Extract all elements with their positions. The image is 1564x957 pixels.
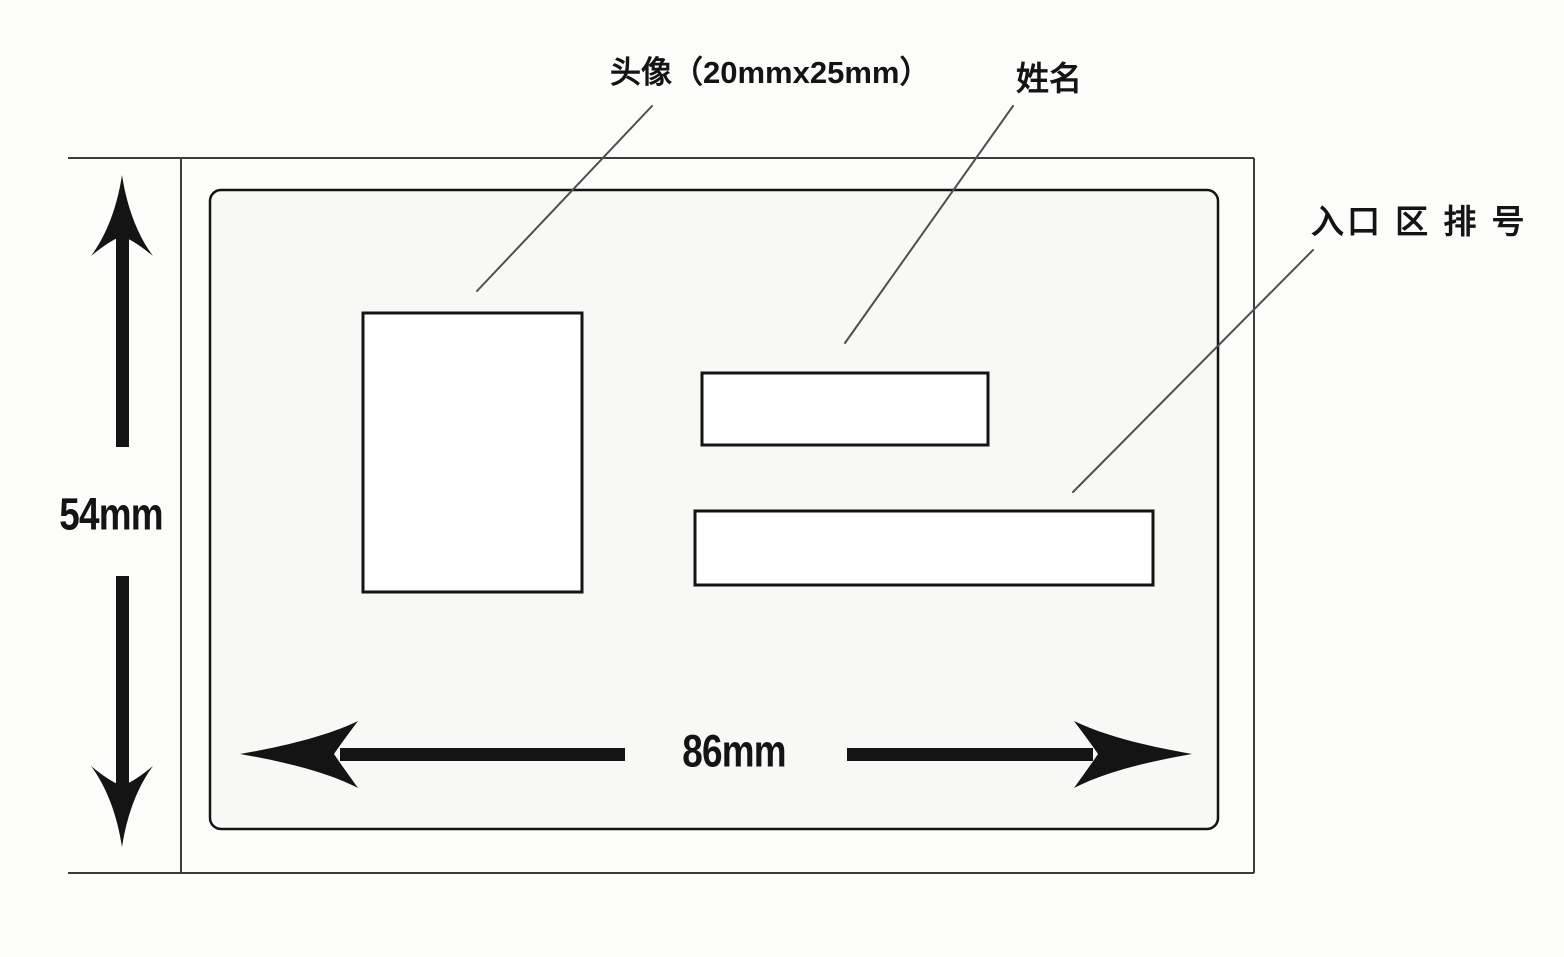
- height-arrow-up-shaft: [116, 232, 129, 447]
- height-arrow-down-icon: [91, 766, 153, 847]
- height-dimension-arrows: [91, 175, 153, 847]
- outer-frame: [68, 157, 1255, 874]
- entrance-annotation-label: 入口 区 排 号: [1311, 203, 1528, 240]
- name-box: [700, 371, 990, 447]
- leader-line-name: [844, 105, 1014, 344]
- name-annotation-label: 姓名: [1016, 60, 1082, 97]
- height-arrow-down-shaft: [116, 576, 129, 786]
- width-arrow-left-shaft: [340, 748, 625, 761]
- leader-line-photo: [476, 105, 653, 292]
- entrance-number-box: [693, 509, 1155, 587]
- width-arrow-right-icon: [1074, 721, 1192, 788]
- photo-box: [361, 311, 584, 594]
- width-dimension-arrows: [240, 721, 1192, 788]
- height-dimension-label: 54mm: [59, 488, 163, 540]
- width-dimension-label: 86mm: [682, 725, 786, 777]
- photo-annotation-label: 头像（20mmx25mm）: [610, 55, 931, 90]
- leader-line-entrance: [1072, 249, 1314, 493]
- width-arrow-left-icon: [240, 721, 358, 788]
- width-arrow-right-shaft: [847, 748, 1093, 761]
- height-arrow-up-icon: [91, 175, 153, 256]
